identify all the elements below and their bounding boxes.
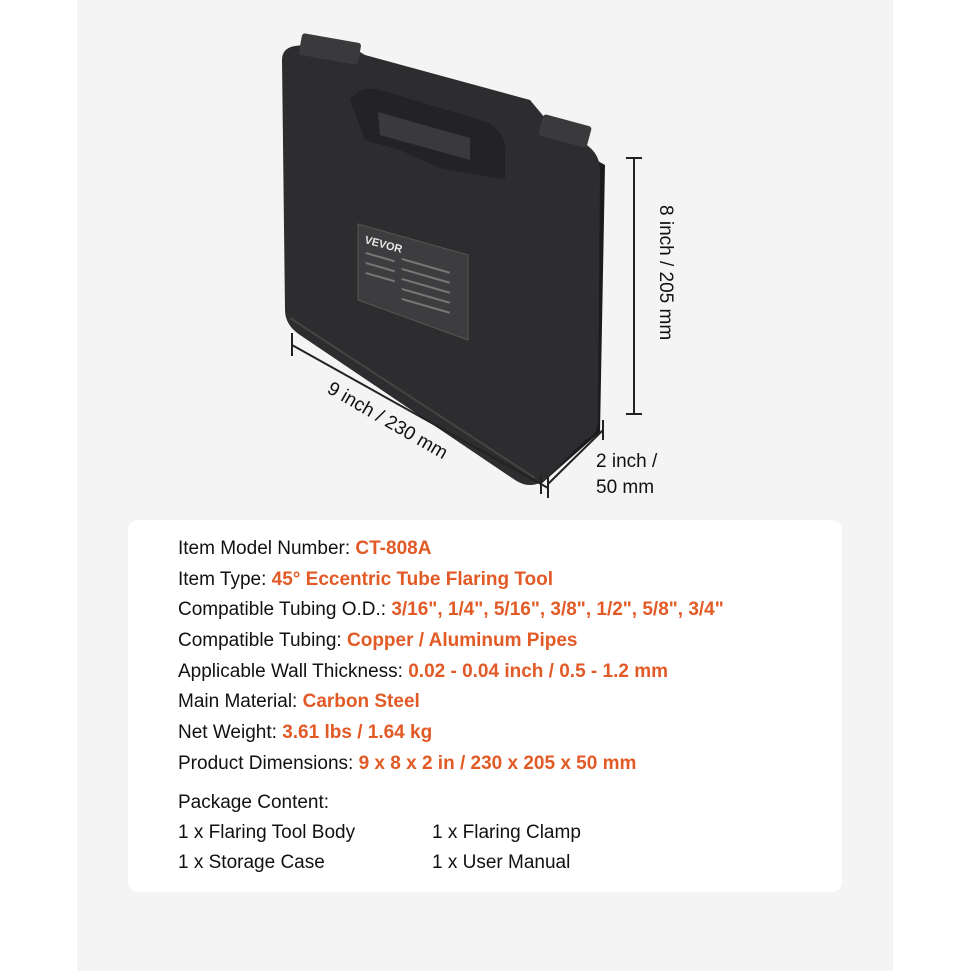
package-item: 1 x Flaring Tool Body — [178, 822, 356, 843]
spec-row-item-type: Item Type: 45° Eccentric Tube Flaring To… — [178, 565, 724, 596]
spec-row-model-number: Item Model Number: CT-808A — [178, 534, 724, 565]
label-plate-text-lines — [365, 252, 451, 314]
depth-dimension-label: 2 inch / 50 mm — [596, 449, 657, 501]
package-item: 1 x Storage Case — [178, 852, 325, 873]
spec-value: 0.02 - 0.04 inch / 0.5 - 1.2 mm — [408, 660, 669, 682]
spec-row-net-weight: Net Weight: 3.61 lbs / 1.64 kg — [178, 718, 724, 749]
spec-label: Product Dimensions: — [178, 752, 359, 774]
package-row: 1 x Storage Case 1 x User Manual — [178, 848, 581, 878]
spec-row-tubing: Compatible Tubing: Copper / Aluminum Pip… — [178, 626, 724, 657]
depth-label-line1: 2 inch / — [596, 451, 658, 472]
package-row: 1 x Flaring Tool Body 1 x Flaring Clamp — [178, 818, 581, 848]
spec-label: Main Material: — [178, 691, 303, 713]
spec-value: 45° Eccentric Tube Flaring Tool — [271, 568, 554, 590]
spec-row-material: Main Material: Carbon Steel — [178, 687, 724, 718]
spec-value: 9 x 8 x 2 in / 230 x 205 x 50 mm — [358, 752, 637, 774]
case-latch-left — [299, 33, 361, 65]
spec-row-wall-thickness: Applicable Wall Thickness: 0.02 - 0.04 i… — [178, 657, 724, 688]
spec-list: Item Model Number: CT-808A Item Type: 45… — [178, 534, 724, 780]
spec-label: Applicable Wall Thickness: — [178, 660, 409, 682]
spec-value: Carbon Steel — [302, 691, 420, 713]
package-item: 1 x User Manual — [432, 852, 571, 873]
specifications-card: Item Model Number: CT-808A Item Type: 45… — [128, 520, 842, 892]
spec-label: Compatible Tubing: — [178, 630, 347, 652]
height-dimension-label: 8 inch / 205 mm — [655, 205, 676, 340]
spec-row-tubing-od: Compatible Tubing O.D.: 3/16", 1/4", 5/1… — [178, 595, 724, 626]
storage-case-illustration: VEVOR 8 inch / 205 mm 9 inch / 230 mm — [282, 33, 676, 498]
spec-label: Item Type: — [178, 568, 272, 590]
depth-dimension-line — [547, 429, 604, 485]
spec-row-dimensions: Product Dimensions: 9 x 8 x 2 in / 230 x… — [178, 749, 724, 780]
spec-value: CT-808A — [355, 538, 432, 559]
package-content-title: Package Content: — [178, 792, 330, 813]
spec-value: 3/16", 1/4", 5/16", 3/8", 1/2", 5/8", 3/… — [391, 599, 724, 621]
spec-value: Copper / Aluminum Pipes — [347, 630, 578, 652]
case-latch-right — [538, 114, 592, 148]
spec-label: Compatible Tubing O.D.: — [178, 599, 392, 621]
spec-label: Net Weight: — [178, 722, 283, 744]
width-dimension-line — [291, 344, 549, 489]
depth-label-line2: 50 mm — [596, 477, 655, 498]
spec-label: Item Model Number: — [178, 538, 356, 559]
spec-value: 3.61 lbs / 1.64 kg — [282, 722, 433, 744]
package-item: 1 x Flaring Clamp — [432, 822, 581, 843]
